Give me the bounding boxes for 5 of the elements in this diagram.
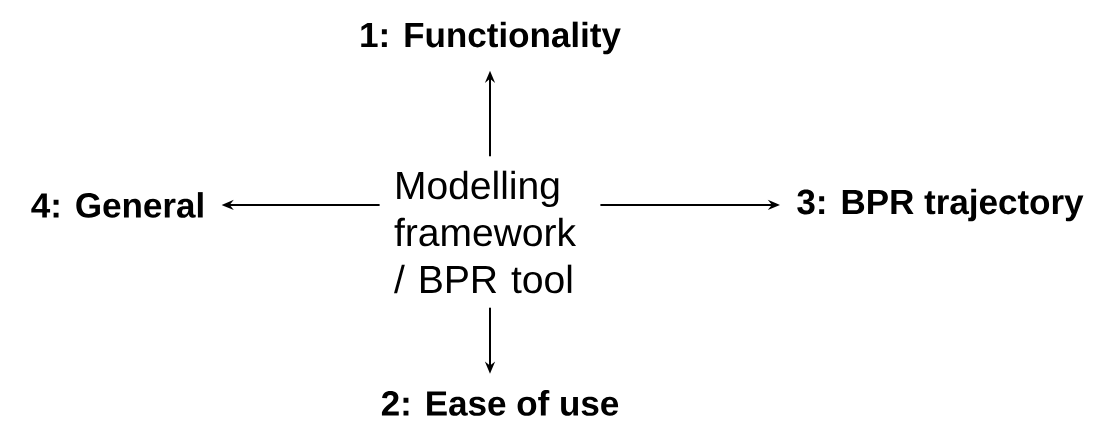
center-label: Modelling framework / BPR tool [394,170,577,294]
category-label: 4: General [31,192,203,218]
category-label: 3: BPR trajectory [797,188,1084,222]
category-label: 1: Functionality [361,21,621,55]
category-label: 2: Ease of use [381,390,619,416]
